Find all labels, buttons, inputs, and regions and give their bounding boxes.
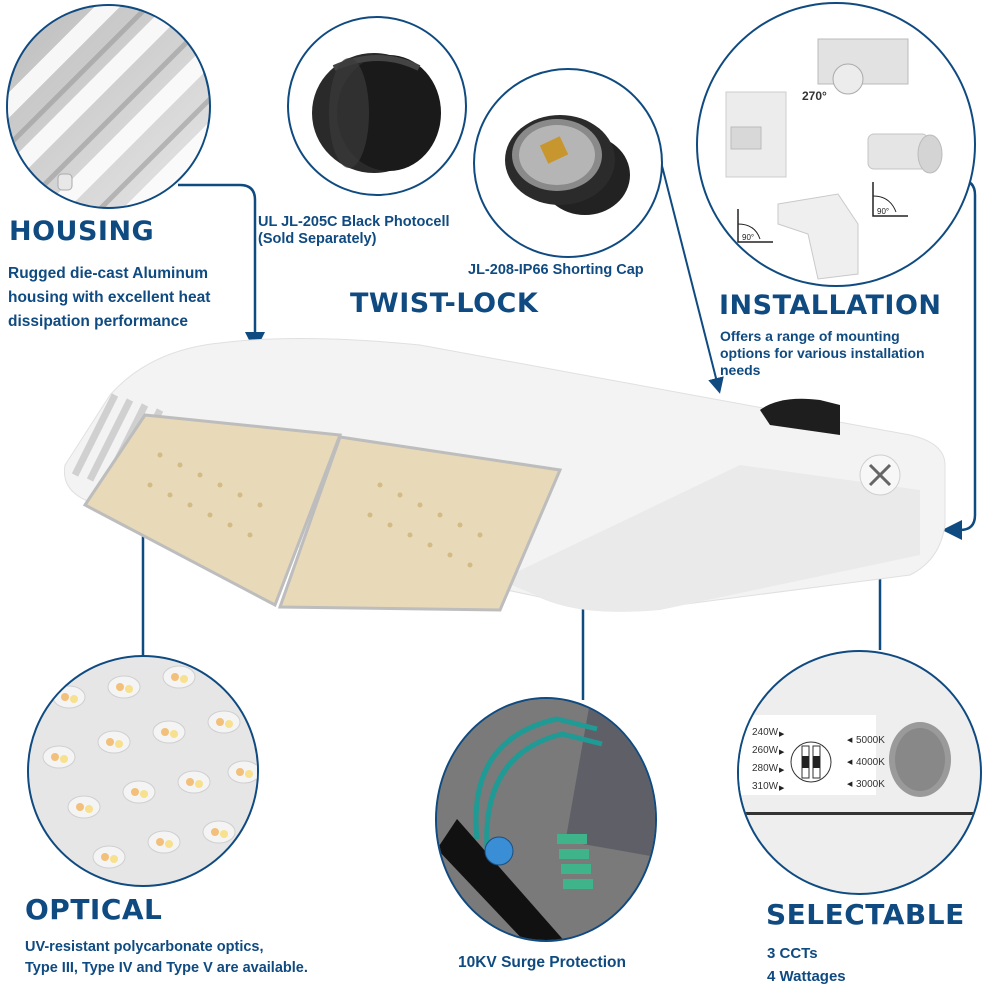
mounting-brackets-icon: 270° 90° 90° bbox=[725, 38, 943, 280]
selectable-features: 3 CCTs 4 Wattages bbox=[767, 945, 846, 985]
angle-270-label: 270° bbox=[802, 89, 827, 103]
optical-description: UV-resistant polycarbonate optics, Type … bbox=[25, 939, 308, 976]
cct-4000k: 4000K bbox=[856, 757, 885, 768]
svg-text:▶: ▶ bbox=[779, 731, 785, 738]
cct-5000k: 5000K bbox=[856, 735, 885, 746]
svg-text:▶: ▶ bbox=[779, 785, 785, 792]
led-area-light-fixture-image bbox=[63, 337, 946, 612]
selectable-dip-switch-image: 240W 260W 280W 310W ▶ ▶ ▶ ▶ ◀ ◀ ◀ 5000K … bbox=[737, 650, 982, 895]
wattage-280: 280W bbox=[752, 763, 779, 774]
cct-3000k: 3000K bbox=[856, 779, 885, 790]
housing-heading: HOUSING bbox=[9, 216, 155, 247]
svg-text:▶: ▶ bbox=[779, 767, 785, 774]
optical-heading: OPTICAL bbox=[25, 893, 163, 926]
photocell-label: UL JL-205C Black Photocell (Sold Separat… bbox=[258, 214, 450, 247]
svg-text:◀: ◀ bbox=[847, 759, 853, 766]
heat-sink-fins-icon bbox=[8, 6, 209, 207]
optical-led-closeup-image bbox=[27, 655, 259, 887]
installation-heading: INSTALLATION bbox=[719, 290, 942, 321]
photocell-receptacle bbox=[889, 722, 951, 797]
svg-text:90°: 90° bbox=[877, 207, 889, 216]
shorting-cap-icon bbox=[505, 115, 630, 215]
housing-closeup-image bbox=[6, 4, 211, 209]
svg-text:90°: 90° bbox=[742, 233, 754, 242]
led-lens-array-icon bbox=[42, 665, 257, 869]
wattage-310: 310W bbox=[752, 781, 779, 792]
photocell-icon bbox=[312, 53, 441, 173]
dip-switch-icon: ▶ ▶ ▶ ▶ ◀ ◀ ◀ bbox=[779, 731, 853, 792]
shorting-cap-label: JL-208-IP66 Shorting Cap bbox=[468, 262, 644, 278]
surge-protection-label: 10KV Surge Protection bbox=[458, 954, 626, 971]
selectable-heading: SELECTABLE bbox=[766, 898, 965, 931]
shorting-cap-image bbox=[473, 68, 663, 258]
wattage-240: 240W bbox=[752, 727, 779, 738]
twist-lock-heading: TWIST-LOCK bbox=[350, 288, 539, 319]
housing-seam bbox=[739, 812, 980, 815]
photocell-image bbox=[287, 16, 467, 196]
svg-text:◀: ◀ bbox=[847, 781, 853, 788]
svg-text:◀: ◀ bbox=[847, 737, 853, 744]
housing-description: Rugged die-cast Aluminum housing with ex… bbox=[8, 265, 211, 330]
surge-protector-wiring-icon bbox=[437, 699, 655, 940]
installation-description: Offers a range of mounting options for v… bbox=[720, 328, 925, 378]
installation-brackets-image: 270° 90° 90° bbox=[696, 2, 976, 287]
surge-protection-image bbox=[435, 697, 657, 942]
wattage-260: 260W bbox=[752, 745, 779, 756]
svg-text:▶: ▶ bbox=[779, 749, 785, 756]
